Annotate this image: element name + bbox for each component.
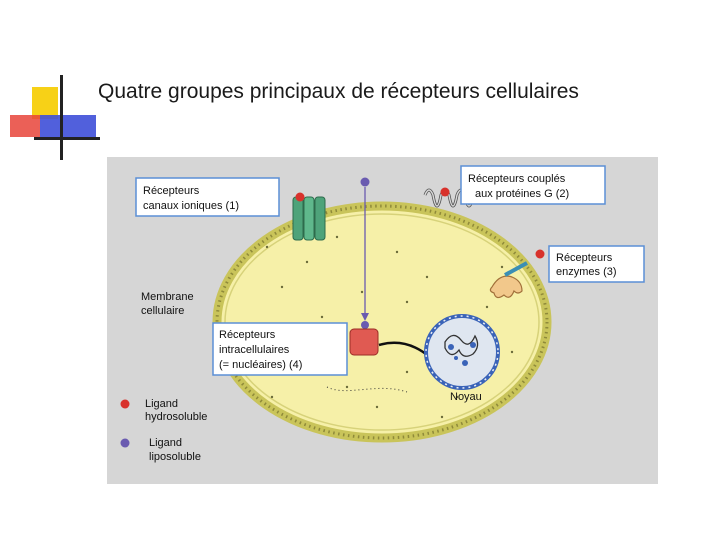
cytoplasm-particles (250, 235, 514, 419)
label-membrane-line1: Membrane (141, 291, 194, 303)
label-g-protein-line2: aux protéines G (2) (475, 188, 569, 200)
legend-swatch-liposoluble (120, 438, 130, 448)
legend: Ligand hydrosoluble Ligand liposoluble (120, 398, 207, 463)
label-box-ion-channel: Récepteurs canaux ioniques (1) (135, 177, 280, 217)
label-intracellular-line2: intracellulaires (219, 344, 290, 356)
nucleus (424, 314, 500, 390)
label-membrane-line2: cellulaire (141, 305, 184, 317)
slide-title: Quatre groupes principaux de récepteurs … (98, 80, 579, 103)
hydrophilic-ligand-1 (295, 192, 305, 202)
vertical-rule (60, 75, 63, 160)
ion-channel-receptor (292, 196, 326, 241)
lipophilic-ligand-bound (361, 321, 369, 329)
enzyme-receptor (489, 275, 523, 299)
label-box-g-protein: Récepteurs couplés aux protéines G (2) (460, 165, 606, 205)
label-enzyme-line2: enzymes (3) (556, 266, 617, 278)
yellow-square (32, 87, 58, 119)
ligand-path-arrowhead (361, 313, 369, 321)
legend-liposoluble-line1: Ligand (149, 437, 182, 449)
hydrophilic-ligand-3 (535, 249, 545, 259)
legend-liposoluble-line2: liposoluble (149, 451, 201, 463)
red-square (10, 115, 40, 137)
enzyme-receptor-stem (504, 261, 528, 277)
label-enzyme-line1: Récepteurs (556, 252, 613, 264)
horizontal-rule (34, 137, 100, 140)
intracellular-receptor (349, 328, 379, 356)
receptor-diagram: Récepteurs canaux ioniques (1) Récepteur… (107, 157, 658, 484)
hydrophilic-ligand-2 (440, 187, 450, 197)
legend-swatch-hydrosoluble (120, 399, 130, 409)
label-g-protein-line1: Récepteurs couplés (468, 173, 566, 185)
label-intracellular-line1: Récepteurs (219, 329, 276, 341)
lipophilic-ligand (360, 177, 370, 187)
legend-hydrosoluble-line1: Ligand (145, 398, 178, 410)
blue-square (40, 115, 96, 137)
label-ion-channel-line1: Récepteurs (143, 185, 200, 197)
membrane-inner-edge (224, 213, 540, 431)
label-noyau: Noyau (450, 391, 482, 403)
legend-hydrosoluble-line2: hydrosoluble (145, 411, 207, 423)
label-ion-channel-line2: canaux ioniques (1) (143, 200, 239, 212)
vesicle-trail (326, 386, 408, 393)
label-intracellular-line3: (= nucléaires) (4) (219, 359, 302, 371)
label-box-intracellular: Récepteurs intracellulaires (= nucléaire… (212, 322, 348, 376)
corner-decoration (0, 75, 100, 165)
label-box-enzyme: Récepteurs enzymes (3) (548, 245, 645, 283)
membrane-dots (215, 204, 549, 440)
